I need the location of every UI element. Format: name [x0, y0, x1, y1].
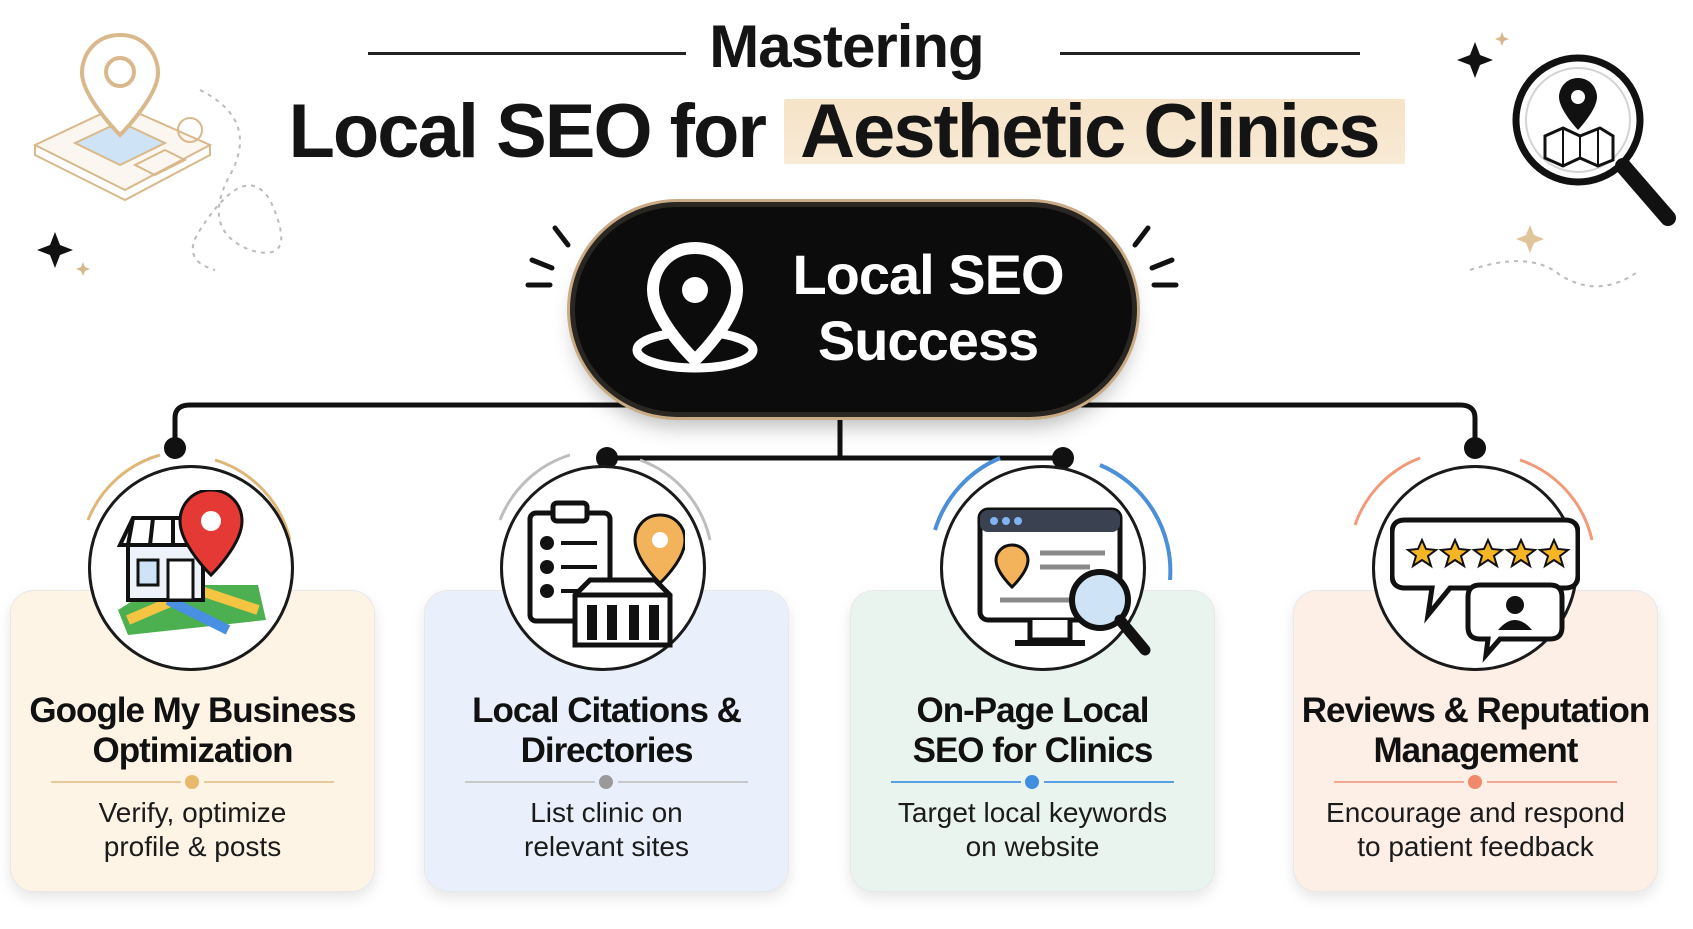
- card-description: Encourage and respond to patient feedbac…: [1294, 796, 1657, 864]
- title-highlight: Aesthetic Clinics: [784, 89, 1405, 174]
- page-title: Local SEO for Aesthetic Clinics: [0, 88, 1693, 175]
- title-plain: Local SEO for: [288, 89, 767, 174]
- card-title-line2: Management: [1373, 731, 1579, 770]
- divider: [618, 781, 748, 783]
- divider-dot: [1468, 775, 1482, 789]
- card-title: Reviews & Reputation Management: [1294, 691, 1657, 771]
- card-desc-line1: Encourage and respond: [1326, 797, 1625, 828]
- card-desc-line1: List clinic on: [530, 797, 683, 828]
- central-label-line1: Local SEO: [792, 243, 1064, 306]
- divider: [465, 781, 595, 783]
- card-desc-line2: on website: [965, 831, 1100, 862]
- divider: [51, 781, 181, 783]
- card-desc-line2: relevant sites: [524, 831, 689, 862]
- card-title: On-Page Local SEO for Clinics: [851, 691, 1214, 771]
- map-tablet-illustration-icon: [32, 32, 213, 202]
- card-description: List clinic on relevant sites: [425, 796, 788, 864]
- card-description: Target local keywords on website: [851, 796, 1214, 864]
- card-title: Local Citations & Directories: [425, 691, 788, 771]
- card-title: Google My Business Optimization: [11, 691, 374, 771]
- divider: [1334, 781, 1464, 783]
- card-desc-line2: to patient feedback: [1357, 831, 1594, 862]
- divider: [1044, 781, 1174, 783]
- storefront-map-pin-icon: [116, 490, 266, 635]
- central-node-label: Local SEO Success: [758, 242, 1098, 374]
- divider-dot: [599, 775, 613, 789]
- card-title-line2: SEO for Clinics: [912, 731, 1154, 770]
- divider-dot: [185, 775, 199, 789]
- divider: [204, 781, 334, 783]
- magnifier-map-icon: [1512, 54, 1676, 226]
- card-desc-line2: profile & posts: [103, 831, 282, 862]
- card-title-line2: Optimization: [92, 731, 294, 770]
- card-desc-line1: Verify, optimize: [98, 797, 287, 828]
- central-label-line2: Success: [817, 309, 1039, 372]
- card-description: Verify, optimize profile & posts: [11, 796, 374, 864]
- card-title-line1: Reviews & Reputation: [1301, 691, 1651, 730]
- card-title-line1: Local Citations &: [472, 691, 742, 730]
- card-desc-line1: Target local keywords: [897, 797, 1168, 828]
- browser-magnifier-icon: [977, 507, 1151, 656]
- checklist-building-icon: [527, 500, 685, 648]
- card-title-line1: On-Page Local: [916, 691, 1149, 730]
- title-rule-left: [368, 52, 686, 55]
- card-title-line1: Google My Business: [29, 691, 356, 730]
- card-title-line2: Directories: [520, 731, 694, 770]
- divider: [891, 781, 1021, 783]
- divider: [1487, 781, 1617, 783]
- location-pin-icon: [632, 241, 758, 373]
- title-rule-right: [1060, 52, 1360, 55]
- star-review-bubble-icon: [1390, 517, 1580, 663]
- title-mastering: Mastering: [709, 13, 984, 80]
- divider-dot: [1025, 775, 1039, 789]
